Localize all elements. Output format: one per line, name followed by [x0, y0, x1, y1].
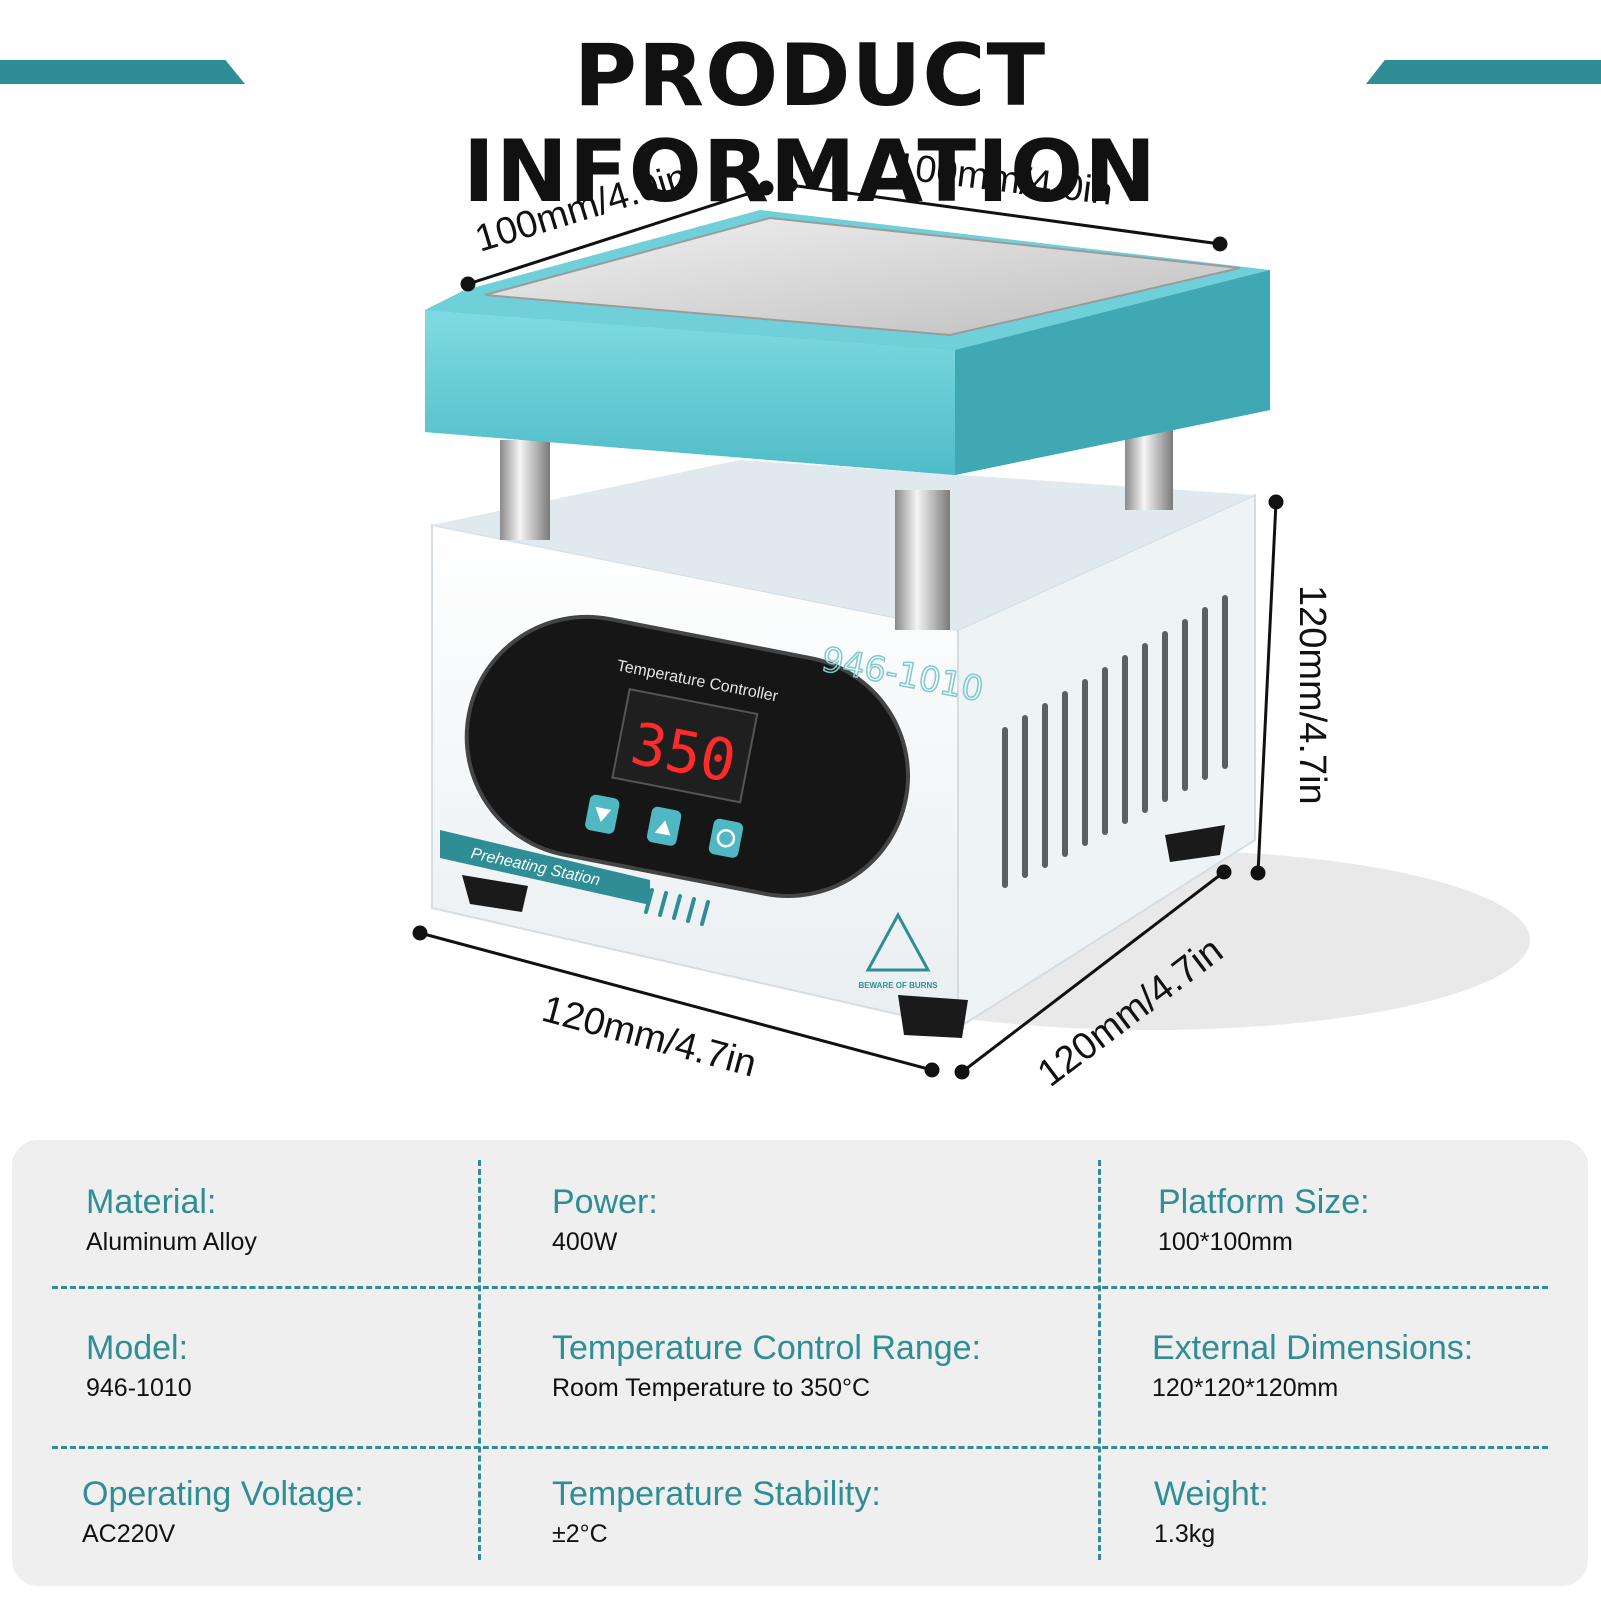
spec-value: 100*100mm: [1158, 1228, 1293, 1256]
foot-right: [1165, 825, 1225, 862]
product-figure: 350 Temperature Controller 946-1010 Preh…: [0, 140, 1601, 1120]
power-button[interactable]: [708, 818, 744, 859]
spec-voltage: Operating Voltage: AC220V: [82, 1474, 364, 1550]
dim-bottom-left: 120mm/4.7in: [538, 988, 761, 1085]
station-slashes: [644, 888, 710, 926]
pillar-right: [1125, 430, 1173, 510]
product-illustration: 350 Temperature Controller 946-1010 Preh…: [412, 145, 1530, 1095]
spec-power: Power: 400W: [552, 1182, 658, 1258]
spec-value: 400W: [552, 1228, 618, 1256]
page-title: PRODUCT INFORMATION: [462, 26, 1158, 222]
dim-height: 120mm/4.7in: [1291, 585, 1333, 805]
heating-plate: [484, 216, 1241, 337]
column-divider: [478, 1160, 481, 1560]
specs-panel: Material: Aluminum Alloy Power: 400W Pla…: [12, 1140, 1588, 1586]
spec-external-dimensions: External Dimensions: 120*120*120mm: [1152, 1328, 1473, 1404]
pillar-left: [500, 440, 550, 540]
row-divider: [52, 1286, 1548, 1289]
heating-block-side: [955, 270, 1270, 475]
chevron-down-icon: [595, 806, 612, 823]
spec-label: Operating Voltage:: [82, 1475, 364, 1513]
header-band-left: [0, 60, 245, 84]
heating-block-front: [425, 310, 955, 475]
column-divider: [1098, 1160, 1101, 1560]
spec-label: Temperature Control Range:: [552, 1329, 982, 1367]
spec-value: Room Temperature to 350°C: [552, 1374, 871, 1402]
foot-front: [898, 995, 968, 1038]
spec-value: AC220V: [82, 1520, 176, 1548]
spec-value: 120*120*120mm: [1152, 1374, 1339, 1402]
pillar-front: [895, 490, 950, 630]
body-top: [432, 460, 1255, 630]
spec-label: Material:: [86, 1183, 217, 1221]
spec-label: External Dimensions:: [1152, 1329, 1474, 1367]
chevron-up-icon: [654, 820, 671, 836]
dimension-lines: [412, 177, 1284, 1080]
temperature-display: [611, 688, 759, 804]
station-stripe: [440, 830, 650, 905]
control-panel: 350 Temperature Controller: [464, 614, 910, 898]
spec-label: Temperature Stability:: [552, 1475, 881, 1513]
header-band-right: [1366, 60, 1601, 84]
spec-label: Power:: [552, 1183, 658, 1221]
header: PRODUCT INFORMATION: [0, 0, 1601, 220]
spec-value: ±2°C: [552, 1520, 608, 1548]
spec-label: Model:: [86, 1329, 189, 1367]
spec-material: Material: Aluminum Alloy: [86, 1182, 257, 1258]
spec-label: Platform Size:: [1158, 1183, 1370, 1221]
spec-model: Model: 946-1010: [86, 1328, 192, 1404]
spec-weight: Weight: 1.3kg: [1154, 1474, 1269, 1550]
spec-temp-stability: Temperature Stability: ±2°C: [552, 1474, 881, 1550]
warning-icon: [865, 911, 931, 972]
spec-label: Weight:: [1154, 1475, 1269, 1513]
foot-left: [462, 875, 528, 912]
side-vents: [1002, 595, 1228, 888]
spec-value: 946-1010: [86, 1374, 192, 1402]
power-icon: [716, 829, 736, 848]
warning-label: BEWARE OF BURNS: [858, 981, 938, 990]
row-divider: [52, 1446, 1548, 1449]
spec-value: Aluminum Alloy: [86, 1228, 257, 1256]
spec-temp-range: Temperature Control Range: Room Temperat…: [552, 1328, 981, 1404]
spec-value: 1.3kg: [1154, 1520, 1216, 1548]
spec-platform-size: Platform Size: 100*100mm: [1158, 1182, 1370, 1258]
